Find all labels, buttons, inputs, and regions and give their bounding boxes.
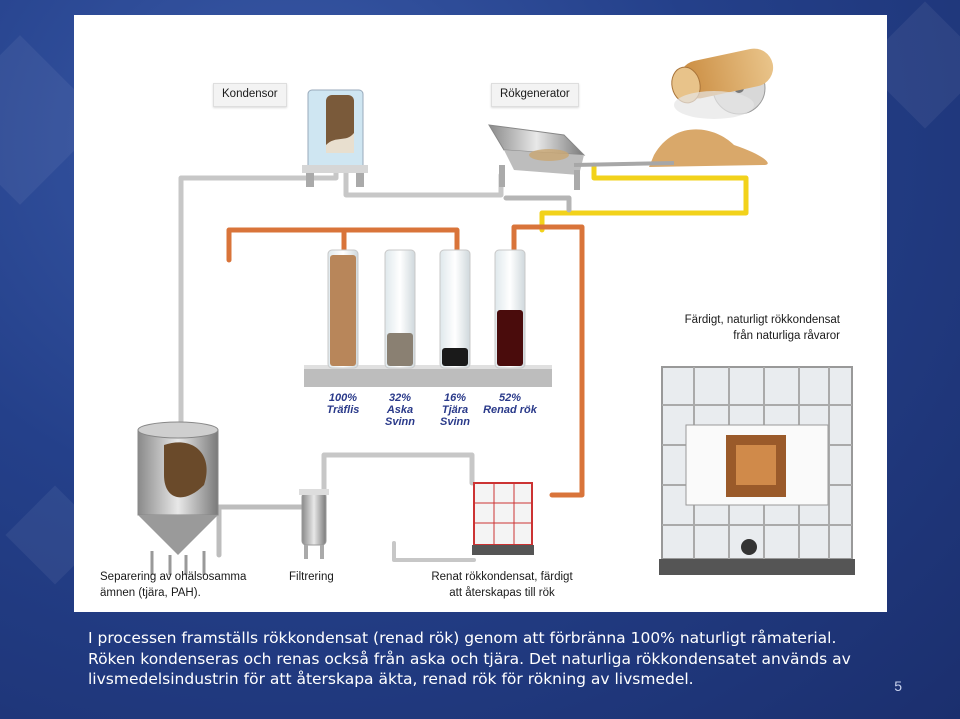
label-filtrering: Filtrering xyxy=(289,571,334,583)
separator-tank-illustration xyxy=(137,421,219,575)
smoke-generator-illustration xyxy=(488,124,586,190)
label-fardigt: Färdigt, naturligt rökkondensat från nat… xyxy=(634,313,840,344)
process-illustration xyxy=(137,48,855,575)
page-number: 5 xyxy=(894,678,902,694)
label-rokgenerator: Rökgenerator xyxy=(491,83,579,107)
label-kondensor: Kondensor xyxy=(213,83,287,107)
tube-caption-name2: Svinn xyxy=(440,416,470,429)
label-separering-line2: ämnen (tjära, PAH). xyxy=(100,586,201,599)
tube-caption-2: 32% Aska Svinn xyxy=(370,392,430,428)
caption-line-2: Röken kondenseras och renas också från a… xyxy=(88,649,851,668)
tube-caption-4: 52% Renad rök xyxy=(480,392,540,416)
label-fardigt-line1: Färdigt, naturligt rökkondensat xyxy=(684,314,840,326)
tube-caption-3: 16% Tjära Svinn xyxy=(425,392,485,428)
test-tubes-illustration xyxy=(304,249,552,387)
label-separering: Separering av ohälsosamma ämnen (tjära, … xyxy=(100,570,246,601)
tube-caption-1: 100% Träflis xyxy=(313,392,373,416)
tube-caption-pct: 100% xyxy=(328,392,358,404)
label-renat-line2: att återskapas till rök xyxy=(449,586,555,599)
condenser-illustration xyxy=(302,89,368,187)
tube-caption-name: Aska xyxy=(386,404,414,417)
log-and-saw-illustration xyxy=(573,48,774,167)
tube-caption-name: Tjära xyxy=(441,404,469,417)
caption-line-3: livsmedelsindustrin för att återskapa äk… xyxy=(88,670,694,688)
small-container-illustration xyxy=(472,482,534,555)
tube-caption-pct: 32% xyxy=(388,392,412,404)
label-fardigt-line2: från naturliga råvaror xyxy=(733,329,840,342)
label-renat-line1: Renat rökkondensat, färdigt xyxy=(431,571,573,583)
slide-caption: I processen framställs rökkondensat (ren… xyxy=(88,628,878,690)
tube-caption-pct: 52% xyxy=(498,392,522,404)
ibc-container-illustration xyxy=(659,366,855,575)
label-renat: Renat rökkondensat, färdigt att återskap… xyxy=(412,570,592,601)
tube-caption-name: Renad rök xyxy=(483,404,537,417)
tube-caption-name2: Svinn xyxy=(385,416,415,429)
label-separering-line1: Separering av ohälsosamma xyxy=(100,571,247,583)
tube-caption-name: Träflis xyxy=(326,404,360,417)
process-diagram: Kondensor Rökgenerator Färdigt, naturlig… xyxy=(74,15,887,612)
caption-line-1: I processen framställs rökkondensat (ren… xyxy=(88,629,837,647)
tube-caption-pct: 16% xyxy=(443,392,467,404)
filter-illustration xyxy=(299,489,329,559)
